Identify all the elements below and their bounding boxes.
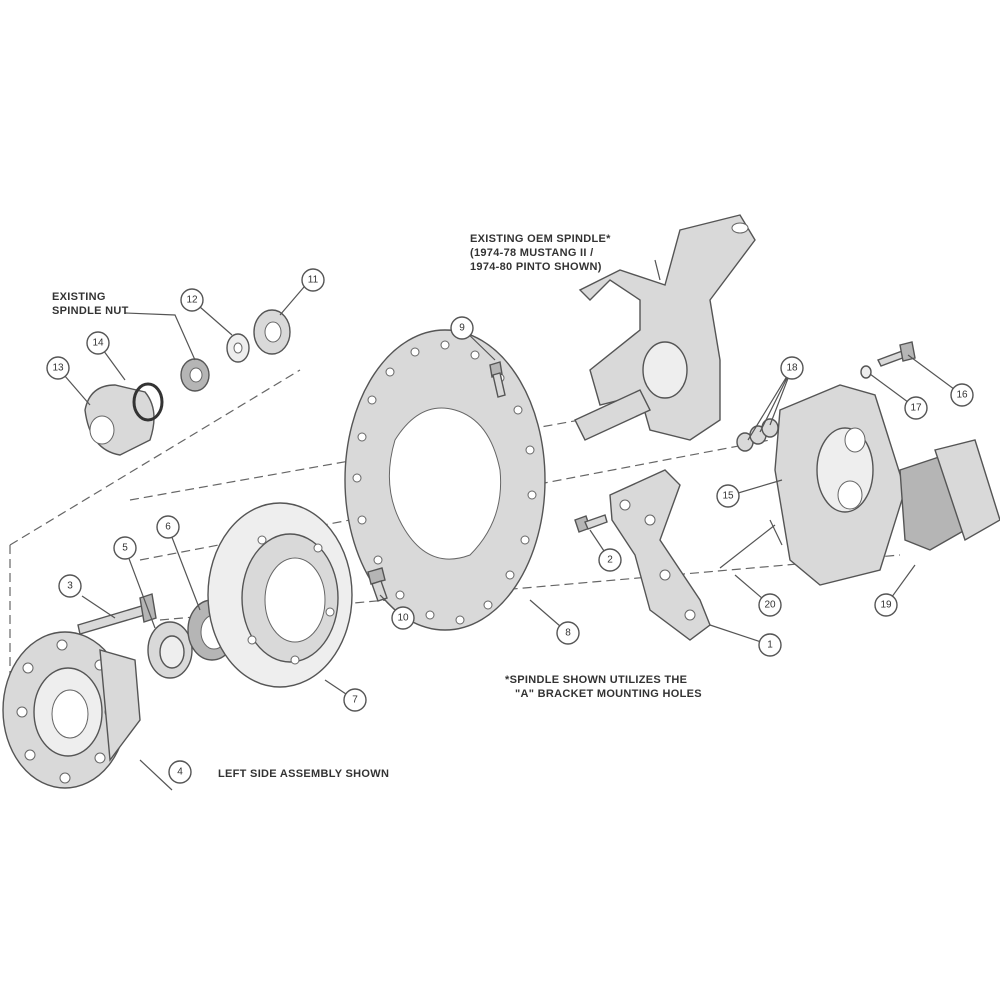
svg-text:20: 20 [764, 600, 776, 611]
locking-nut [253, 309, 291, 355]
assembly-note: LEFT SIDE ASSEMBLY SHOWN [218, 768, 389, 780]
bracket-spacers [736, 418, 779, 452]
svg-text:EXISTING OEM SPINDLE*: EXISTING OEM SPINDLE* [470, 233, 611, 245]
dust-cap [84, 384, 155, 456]
svg-text:(1974-78 MUSTANG II /: (1974-78 MUSTANG II / [470, 247, 593, 259]
svg-text:"A" BRACKET MOUNTING HOLES: "A" BRACKET MOUNTING HOLES [515, 688, 702, 700]
callout-18: 18 [780, 356, 804, 380]
callout-10: 10 [391, 606, 415, 630]
bracket-bolt [574, 514, 608, 533]
spindle-nut-label: EXISTING SPINDLE NUT [52, 291, 129, 317]
svg-text:9: 9 [459, 323, 465, 334]
callout-2: 2 [598, 548, 622, 572]
drilled-rotor [344, 329, 546, 631]
caliper-bracket [609, 469, 711, 641]
svg-text:12: 12 [186, 295, 198, 306]
caliper-washer [860, 365, 872, 379]
svg-text:8: 8 [565, 628, 571, 639]
inner-bearing [147, 621, 193, 679]
svg-text:6: 6 [165, 522, 171, 533]
caliper-bolt [877, 341, 916, 367]
rotor-bolt-10 [367, 567, 388, 602]
washer [226, 333, 250, 363]
oem-spindle [574, 214, 756, 441]
svg-text:*SPINDLE SHOWN UTILIZES THE: *SPINDLE SHOWN UTILIZES THE [505, 674, 687, 686]
spindle-label: EXISTING OEM SPINDLE* (1974-78 MUSTANG I… [470, 233, 611, 273]
callout-20: 20 [758, 593, 782, 617]
svg-text:7: 7 [352, 695, 358, 706]
svg-text:13: 13 [52, 363, 64, 374]
svg-text:SPINDLE NUT: SPINDLE NUT [52, 305, 129, 317]
callout-11: 11 [301, 268, 325, 292]
callout-16: 16 [950, 383, 974, 407]
svg-text:EXISTING: EXISTING [52, 291, 106, 303]
svg-text:1974-80 PINTO SHOWN): 1974-80 PINTO SHOWN) [470, 261, 602, 273]
svg-text:1: 1 [767, 640, 773, 651]
svg-text:2: 2 [607, 555, 613, 566]
callout-5: 5 [113, 536, 137, 560]
callout-13: 13 [46, 356, 70, 380]
svg-text:4: 4 [177, 767, 183, 778]
callout-7: 7 [343, 688, 367, 712]
svg-text:15: 15 [722, 491, 734, 502]
rotor-bolt-9 [489, 361, 506, 398]
bracket-note: *SPINDLE SHOWN UTILIZES THE "A" BRACKET … [505, 674, 702, 700]
callout-6: 6 [156, 515, 180, 539]
o-ring [132, 382, 164, 422]
svg-text:18: 18 [786, 363, 798, 374]
svg-text:17: 17 [910, 403, 922, 414]
callout-14: 14 [86, 331, 110, 355]
pad-retaining-pin [719, 519, 783, 569]
svg-text:5: 5 [122, 543, 128, 554]
svg-text:11: 11 [308, 275, 319, 286]
callout-3: 3 [58, 574, 82, 598]
svg-text:19: 19 [880, 600, 892, 611]
brake-pads [899, 439, 1000, 551]
svg-text:16: 16 [956, 390, 968, 401]
callout-15: 15 [716, 484, 740, 508]
callout-9: 9 [450, 316, 474, 340]
svg-text:10: 10 [397, 613, 409, 624]
callout-8: 8 [556, 621, 580, 645]
callout-4: 4 [168, 760, 192, 784]
svg-text:14: 14 [92, 338, 104, 349]
callout-12: 12 [180, 288, 204, 312]
spindle-nut [180, 358, 210, 392]
callout-19: 19 [874, 593, 898, 617]
hub [2, 631, 141, 789]
callout-1: 1 [758, 633, 782, 657]
rotor-hat [207, 502, 353, 688]
caliper [774, 384, 906, 586]
callout-17: 17 [904, 396, 928, 420]
svg-text:3: 3 [67, 581, 73, 592]
